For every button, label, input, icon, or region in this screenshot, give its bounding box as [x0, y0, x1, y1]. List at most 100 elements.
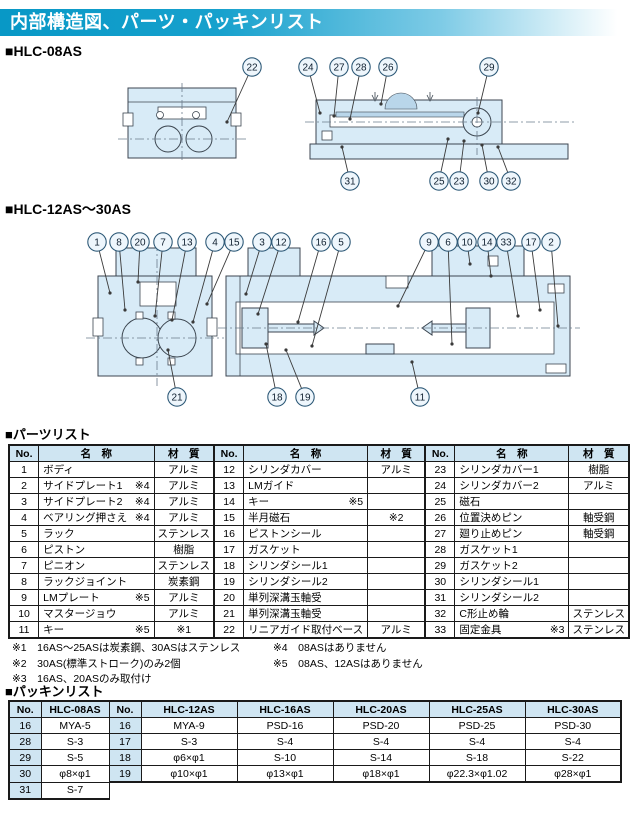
part-name-cell: ガスケット1: [454, 541, 570, 558]
packing-empty-region: [109, 781, 621, 799]
part-name-cell: LMプレート※5: [38, 589, 155, 606]
callout-number: 2: [548, 237, 554, 248]
part-name-cell: マスタージョウ: [38, 605, 155, 622]
packing-cell: PSD-16: [236, 717, 334, 734]
part-material: [367, 477, 426, 494]
callout-number: 31: [344, 176, 356, 187]
part-name-cell: ピニオン: [38, 557, 155, 574]
parts-header-cell: 名 称: [243, 444, 369, 462]
part-name-cell: シリンダカバー: [243, 461, 369, 478]
part-name: ピストンシール: [248, 527, 322, 540]
page-title: 内部構造図、パーツ・パッキンリスト: [10, 12, 324, 32]
part-name: シリンダシール2: [248, 575, 328, 588]
packing-cell: 19: [108, 765, 142, 783]
part-material: ステンレス: [153, 525, 215, 542]
callout-number: 27: [333, 62, 345, 73]
part-no: 21: [213, 605, 245, 622]
part-name-cell: サイドプレート2※4: [38, 493, 155, 510]
parts-header-cell: No.: [424, 444, 456, 462]
part-no: 23: [424, 461, 456, 478]
callout-number: 5: [338, 237, 344, 248]
callout-number: 16: [315, 237, 327, 248]
part-no: 6: [8, 541, 40, 558]
part-material: [367, 557, 426, 574]
part-name: シリンダカバー2: [459, 479, 539, 492]
callout-number: 11: [415, 392, 426, 403]
callout-19: 19: [284, 348, 315, 407]
part-no: 18: [213, 557, 245, 574]
part-name-cell: 位置決めピン: [454, 509, 570, 526]
packing-cell: S-7: [40, 781, 110, 800]
packing-cell: 16: [108, 717, 142, 734]
part-name: 半月磁石: [248, 511, 291, 524]
part-no: 26: [424, 509, 456, 526]
callout-number: 22: [246, 62, 258, 73]
part-material: アルミ: [153, 509, 215, 526]
callout-number: 23: [453, 176, 465, 187]
packing-cell: φ22.3×φ1.02: [428, 765, 526, 783]
callout-2: 2: [541, 232, 561, 328]
parts-header-cell: 材 質: [153, 444, 215, 462]
part-name: シリンダシール2: [459, 591, 539, 604]
callout-number: 25: [433, 176, 445, 187]
hlc08-side-section-view: [305, 92, 575, 160]
part-name: C形止め輪: [459, 607, 509, 620]
part-material: 炭素鋼: [153, 573, 215, 590]
part-name: ガスケット: [248, 543, 301, 556]
callout-number: 19: [299, 392, 311, 403]
part-no: 2: [8, 477, 40, 494]
part-material: アルミ: [153, 493, 215, 510]
part-material: [568, 573, 630, 590]
part-name: マスタージョウ: [43, 607, 117, 620]
part-no: 12: [213, 461, 245, 478]
part-name-cell: ラック: [38, 525, 155, 542]
packing-cell: 30: [8, 765, 42, 783]
part-name: ガスケット2: [459, 559, 518, 572]
part-no: 28: [424, 541, 456, 558]
part-no: 19: [213, 573, 245, 590]
part-no: 25: [424, 493, 456, 510]
parts-footnotes-left: ※1 16AS〜25ASは炭素鋼、30ASはステンレス ※2 30AS(標準スト…: [12, 641, 240, 688]
parts-header-cell: No.: [213, 444, 245, 462]
part-material: アルミ: [153, 477, 215, 494]
hlc12-side-section-view: [218, 245, 580, 377]
callout-32: 32: [496, 145, 521, 191]
part-name: シリンダシール1: [248, 559, 328, 572]
parts-header-cell: No.: [8, 444, 40, 462]
part-name-cell: 半月磁石: [243, 509, 369, 526]
part-material: アルミ: [568, 477, 630, 494]
parts-footnotes-right: ※4 08ASはありません ※5 08AS、12ASはありません: [273, 641, 423, 672]
part-name: ガスケット1: [459, 543, 518, 556]
callout-number: 17: [525, 237, 537, 248]
part-material: ステンレス: [568, 605, 630, 622]
packing-cell: PSD-30: [524, 717, 622, 734]
part-name-cell: C形止め輪: [454, 605, 570, 622]
packing-cell: φ13×φ1: [236, 765, 334, 783]
callout-number: 14: [481, 237, 493, 248]
callout-22: 22: [225, 57, 262, 124]
part-no: 30: [424, 573, 456, 590]
parts-header-cell: 材 質: [568, 444, 630, 462]
callout-number: 15: [228, 237, 240, 248]
part-name-cell: ガスケット2: [454, 557, 570, 574]
part-material: [568, 589, 630, 606]
callout-number: 32: [505, 176, 517, 187]
callout-11: 11: [410, 360, 430, 407]
part-name-cell: キー※5: [243, 493, 369, 510]
part-name-cell: ピストン: [38, 541, 155, 558]
packing-cell: S-22: [524, 749, 622, 766]
part-name: ピニオン: [43, 559, 86, 572]
packing-cell: 28: [8, 733, 42, 750]
part-name-cell: LMガイド: [243, 477, 369, 494]
callout-28: 28: [348, 57, 371, 121]
